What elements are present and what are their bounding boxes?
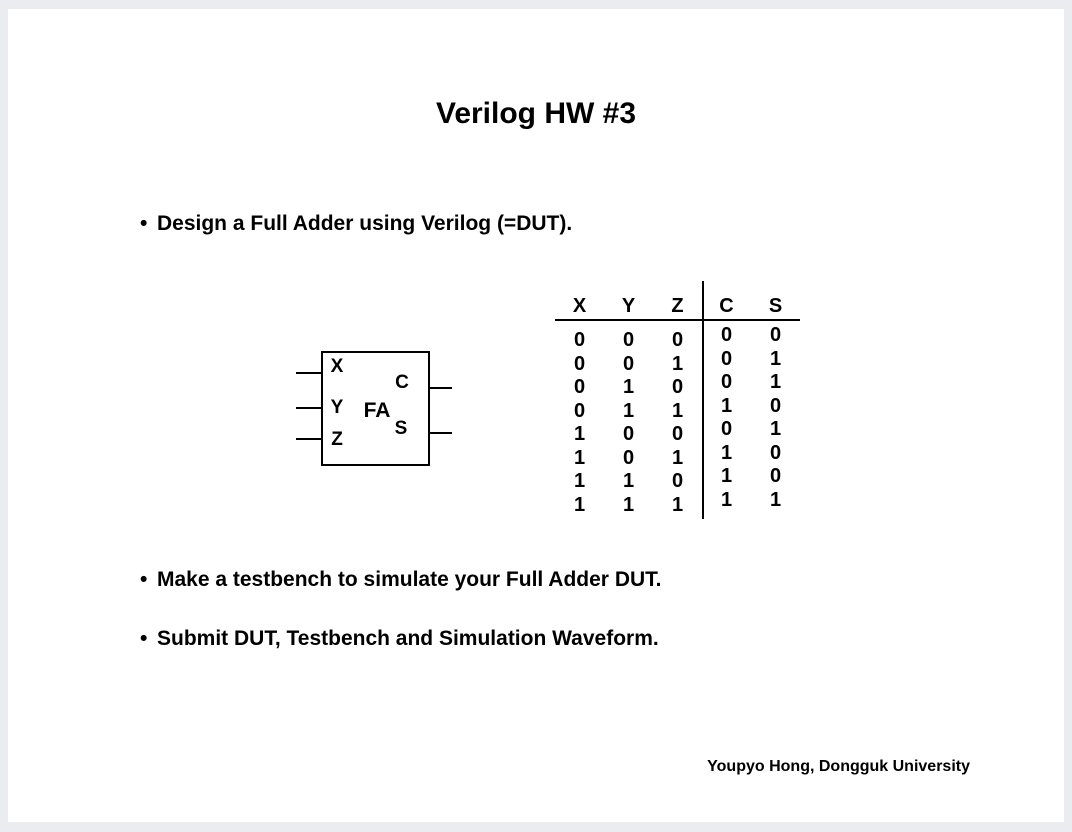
fa-input-label-x: X bbox=[330, 356, 344, 377]
input-wire-y bbox=[296, 407, 321, 409]
truth-table-cell: 1 bbox=[720, 488, 733, 511]
truth-table-cell: 0 bbox=[622, 423, 635, 445]
truth-table-cell: 1 bbox=[671, 493, 684, 516]
bullet-submit: • Submit DUT, Testbench and Simulation Wa… bbox=[140, 626, 659, 652]
truth-table-header-s: S bbox=[768, 295, 783, 317]
truth-table-cell: 1 bbox=[671, 399, 684, 422]
truth-table-cell: 0 bbox=[769, 441, 782, 464]
truth-table-cell: 0 bbox=[720, 418, 733, 440]
truth-table-row: 0 1 1 1 0 bbox=[555, 395, 800, 424]
truth-table-cell: 1 bbox=[720, 465, 733, 487]
fa-label: FA bbox=[363, 399, 391, 422]
fa-output-label-s: S bbox=[394, 418, 408, 439]
slide-page: Verilog HW #3 • Design a Full Adder using… bbox=[8, 9, 1064, 822]
bullet-make-testbench: • Make a testbench to simulate your Full … bbox=[140, 567, 661, 593]
truth-table-cell: 1 bbox=[573, 446, 586, 469]
truth-table-header-z: Z bbox=[671, 295, 684, 317]
output-wire-s bbox=[430, 432, 452, 434]
truth-table-cell: 1 bbox=[573, 470, 586, 492]
bullet-text: Design a Full Adder using Verilog (=DUT)… bbox=[157, 212, 573, 235]
bullet-icon: • bbox=[140, 212, 148, 235]
fa-input-label-y: Y bbox=[330, 397, 344, 418]
table-divider-vertical bbox=[702, 281, 704, 519]
truth-table-row: 0 1 0 0 1 bbox=[555, 371, 800, 400]
truth-table-cell: 0 bbox=[769, 324, 782, 346]
truth-table-cell: 0 bbox=[573, 376, 586, 398]
bullet-text: Make a testbench to simulate your Full A… bbox=[157, 568, 662, 591]
truth-table-cell: 1 bbox=[622, 399, 635, 422]
truth-table-cell: 0 bbox=[671, 376, 684, 398]
bullet-design-dut: • Design a Full Adder using Verilog (=DUT… bbox=[140, 211, 572, 237]
truth-table-cell: 0 bbox=[573, 352, 586, 375]
input-wire-z bbox=[296, 438, 321, 440]
fa-output-label-c: C bbox=[395, 372, 409, 393]
truth-table-header-c: C bbox=[719, 295, 734, 317]
output-wire-c bbox=[430, 387, 452, 389]
fa-box bbox=[321, 351, 430, 466]
truth-table-cell: 0 bbox=[622, 352, 635, 375]
truth-table-cell: 0 bbox=[671, 470, 684, 492]
truth-table-cell: 1 bbox=[671, 446, 684, 469]
table-divider-horizontal bbox=[555, 319, 800, 321]
truth-table-cell: 0 bbox=[769, 394, 782, 417]
truth-table-cell: 1 bbox=[573, 493, 586, 516]
truth-table-cell: 1 bbox=[573, 423, 586, 445]
footer-credit: Youpyo Hong, Dongguk University bbox=[707, 758, 970, 775]
truth-table-cell: 0 bbox=[720, 324, 733, 346]
truth-table-row: 1 0 0 0 1 bbox=[555, 418, 800, 447]
truth-table-cell: 1 bbox=[622, 470, 635, 492]
truth-table-row: 1 0 1 1 0 bbox=[555, 442, 800, 471]
bullet-text: Submit DUT, Testbench and Simulation Wav… bbox=[157, 627, 659, 650]
truth-table-header-y: Y bbox=[621, 295, 636, 317]
truth-table-cell: 1 bbox=[622, 376, 635, 398]
truth-table-cell: 0 bbox=[622, 446, 635, 469]
truth-table-cell: 1 bbox=[769, 371, 782, 393]
truth-table-row: 0 0 1 0 1 bbox=[555, 348, 800, 377]
truth-table-row: 1 1 1 1 1 bbox=[555, 489, 800, 518]
truth-table-cell: 1 bbox=[622, 493, 635, 516]
truth-table-cell: 1 bbox=[769, 488, 782, 511]
fa-input-label-z: Z bbox=[331, 429, 343, 450]
truth-table-cell: 0 bbox=[671, 329, 684, 351]
truth-table-cell: 1 bbox=[671, 352, 684, 375]
truth-table-cell: 0 bbox=[671, 423, 684, 445]
truth-table-cell: 1 bbox=[720, 441, 733, 464]
truth-table-cell: 1 bbox=[720, 394, 733, 417]
bullet-icon: • bbox=[140, 627, 148, 650]
input-wire-x bbox=[296, 372, 321, 374]
truth-table-cell: 1 bbox=[769, 418, 782, 440]
truth-table-cell: 1 bbox=[769, 347, 782, 370]
truth-table-cell: 0 bbox=[720, 371, 733, 393]
slide-title: Verilog HW #3 bbox=[435, 97, 637, 130]
truth-table-cell: 0 bbox=[573, 399, 586, 422]
truth-table-cell: 0 bbox=[573, 329, 586, 351]
truth-table-header-x: X bbox=[572, 295, 587, 317]
truth-table-cell: 0 bbox=[720, 347, 733, 370]
bullet-icon: • bbox=[140, 568, 148, 591]
truth-table-row: 0 0 0 0 0 bbox=[555, 324, 800, 353]
truth-table-row: 1 1 0 1 0 bbox=[555, 465, 800, 494]
truth-table-cell: 0 bbox=[622, 329, 635, 351]
truth-table-cell: 0 bbox=[769, 465, 782, 487]
